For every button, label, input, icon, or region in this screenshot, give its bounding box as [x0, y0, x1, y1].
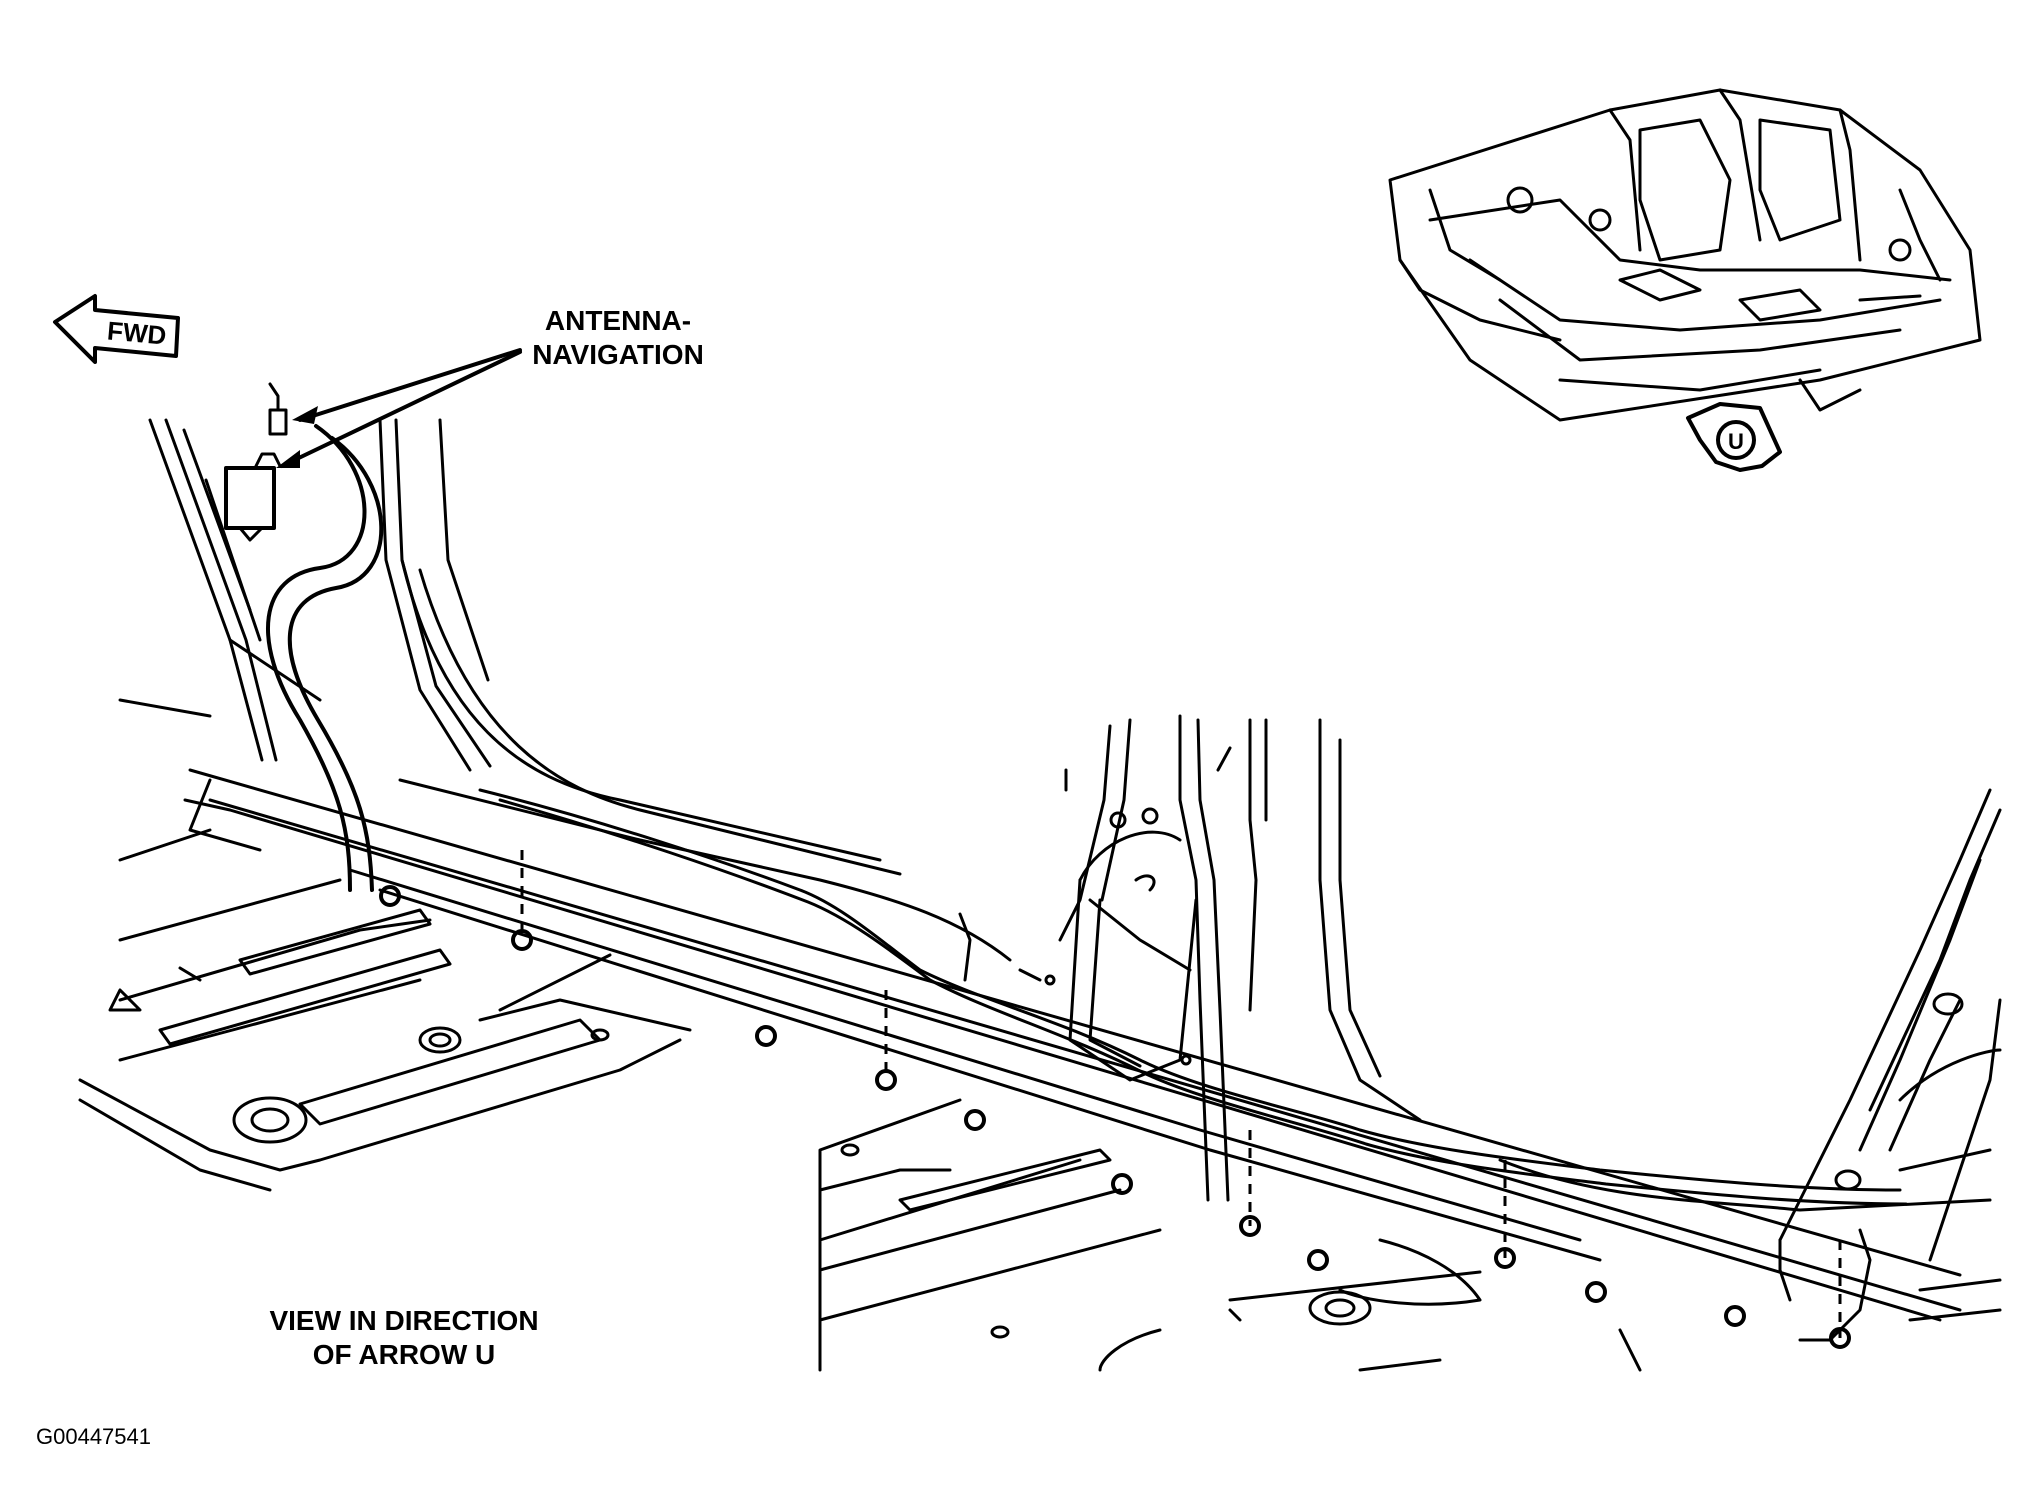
- center-pillar: [958, 714, 1422, 1202]
- rocker-rail: [183, 768, 1962, 1322]
- antenna-label-line2: NAVIGATION: [532, 339, 704, 370]
- view-caption-line2: OF ARROW U: [313, 1339, 496, 1370]
- view-arrow-letter: U: [1728, 429, 1744, 454]
- rear-pillar: [1778, 788, 2002, 1342]
- antenna-label-line1: ANTENNA-: [545, 305, 691, 336]
- floor-pan-right: [818, 1098, 1642, 1372]
- front-pillar: [148, 418, 902, 876]
- floor-pan-left: [78, 698, 692, 1192]
- view-arrow-u-icon: U: [1686, 402, 1782, 472]
- fwd-arrow-icon: FWD: [53, 294, 180, 364]
- figure-id: G00447541: [36, 1424, 151, 1449]
- harness-clips: [379, 885, 1851, 1349]
- view-caption-line1: VIEW IN DIRECTION: [269, 1305, 538, 1336]
- vehicle-inset: [1388, 88, 1982, 422]
- fwd-label: FWD: [106, 316, 168, 351]
- reference-dashes: [520, 850, 1842, 1338]
- navigation-antenna: [224, 382, 288, 542]
- leader-lines: [276, 348, 522, 468]
- antenna-cable: [266, 424, 1012, 962]
- wiring-harness: [478, 788, 1992, 1306]
